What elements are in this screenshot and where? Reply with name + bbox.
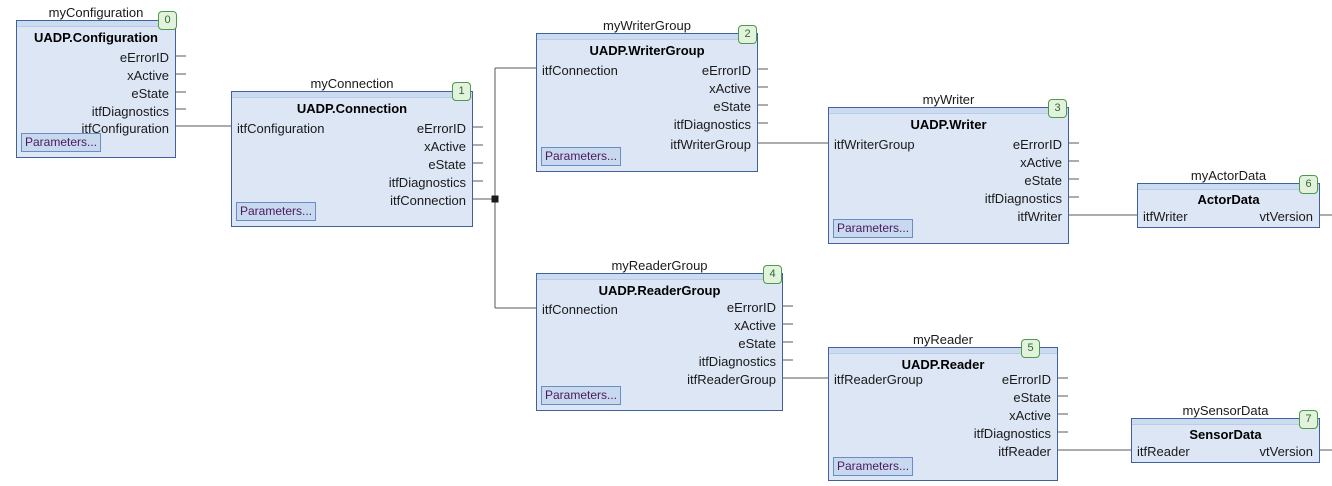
block-reader[interactable]: UADP.Reader itfReaderGroup eErrorID eSta… — [828, 347, 1058, 481]
block-instance-label-reader: myReader — [913, 332, 973, 347]
pin-out-itfDiagnostics[interactable]: itfDiagnostics — [984, 191, 1062, 206]
block-configuration[interactable]: UADP.Configuration eErrorID xActive eSta… — [16, 20, 176, 158]
block-badge-sensordata: 7 — [1299, 410, 1318, 429]
block-header-band — [537, 274, 782, 280]
block-header-band — [829, 348, 1057, 354]
block-sensordata[interactable]: SensorData itfReader vtVersion — [1131, 418, 1320, 463]
block-type-label-reader: UADP.Reader — [901, 357, 985, 372]
block-instance-label-connection: myConnection — [310, 76, 394, 91]
block-header-band — [1132, 419, 1319, 425]
block-instance-label-configuration: myConfiguration — [48, 5, 144, 20]
pin-out-eState[interactable]: eState — [428, 157, 466, 172]
parameters-button-writer[interactable]: Parameters... — [833, 219, 914, 238]
parameters-button-writergroup[interactable]: Parameters... — [541, 147, 622, 166]
pin-out-itfConfiguration[interactable]: itfConfiguration — [81, 121, 169, 136]
block-badge-writergroup: 2 — [738, 25, 757, 44]
pin-out-eErrorID[interactable]: eErrorID — [1012, 137, 1062, 152]
block-header-band — [1138, 184, 1319, 190]
pin-in-itfWriter[interactable]: itfWriter — [1143, 209, 1188, 224]
pin-out-itfReader[interactable]: itfReader — [998, 444, 1051, 459]
pin-out-eErrorID[interactable]: eErrorID — [726, 300, 776, 315]
block-type-label-sensordata: SensorData — [1189, 427, 1262, 442]
block-header-band — [537, 34, 757, 40]
pin-out-eErrorID[interactable]: eErrorID — [701, 63, 751, 78]
pin-in-itfConnection[interactable]: itfConnection — [542, 63, 618, 78]
pin-out-xActive[interactable]: xActive — [424, 139, 466, 154]
parameters-button-reader[interactable]: Parameters... — [833, 457, 914, 476]
block-instance-label-writer: myWriter — [922, 92, 975, 107]
pin-out-xActive[interactable]: xActive — [709, 81, 751, 96]
block-header-band — [17, 21, 175, 27]
block-writergroup[interactable]: UADP.WriterGroup itfConnection eErrorID … — [536, 33, 758, 172]
pin-out-itfDiagnostics[interactable]: itfDiagnostics — [698, 354, 776, 369]
block-type-label-writer: UADP.Writer — [910, 117, 987, 132]
block-type-label-connection: UADP.Connection — [296, 101, 408, 116]
pin-out-itfWriter[interactable]: itfWriter — [1017, 209, 1062, 224]
block-actordata[interactable]: ActorData itfWriter vtVersion — [1137, 183, 1320, 228]
block-instance-label-actordata: myActorData — [1190, 168, 1267, 183]
pin-out-itfDiagnostics[interactable]: itfDiagnostics — [973, 426, 1051, 441]
pin-out-eErrorID[interactable]: eErrorID — [416, 121, 466, 136]
pin-out-itfWriterGroup[interactable]: itfWriterGroup — [670, 137, 751, 152]
pin-in-itfWriterGroup[interactable]: itfWriterGroup — [834, 137, 915, 152]
wire-junction-dot — [491, 195, 499, 203]
pin-out-vtVersion[interactable]: vtVersion — [1259, 444, 1313, 459]
block-type-label-configuration: UADP.Configuration — [34, 30, 158, 45]
block-type-label-actordata: ActorData — [1197, 192, 1260, 207]
block-writer[interactable]: UADP.Writer itfWriterGroup eErrorID xAct… — [828, 107, 1069, 244]
block-readergroup[interactable]: UADP.ReaderGroup itfConnection eErrorID … — [536, 273, 783, 411]
block-badge-reader: 5 — [1021, 339, 1040, 358]
block-header-band — [232, 92, 472, 98]
pin-out-eState[interactable]: eState — [713, 99, 751, 114]
pin-in-itfReader[interactable]: itfReader — [1137, 444, 1190, 459]
block-instance-label-sensordata: mySensorData — [1182, 403, 1269, 418]
block-instance-label-readergroup: myReaderGroup — [611, 258, 708, 273]
pin-in-itfConnection[interactable]: itfConnection — [542, 302, 618, 317]
pin-out-eState[interactable]: eState — [1013, 390, 1051, 405]
block-type-label-readergroup: UADP.ReaderGroup — [598, 283, 721, 298]
pin-out-xActive[interactable]: xActive — [1009, 408, 1051, 423]
pin-out-eState[interactable]: eState — [738, 336, 776, 351]
pin-out-itfDiagnostics[interactable]: itfDiagnostics — [673, 117, 751, 132]
block-badge-readergroup: 4 — [763, 265, 782, 284]
pin-out-xActive[interactable]: xActive — [734, 318, 776, 333]
block-header-band — [829, 108, 1068, 114]
block-badge-writer: 3 — [1048, 99, 1067, 118]
pin-out-itfDiagnostics[interactable]: itfDiagnostics — [388, 175, 466, 190]
pin-out-vtVersion[interactable]: vtVersion — [1259, 209, 1313, 224]
pin-out-eErrorID[interactable]: eErrorID — [119, 50, 169, 65]
block-type-label-writergroup: UADP.WriterGroup — [589, 43, 705, 58]
pin-in-itfReaderGroup[interactable]: itfReaderGroup — [834, 372, 923, 387]
pin-out-xActive[interactable]: xActive — [127, 68, 169, 83]
parameters-button-configuration[interactable]: Parameters... — [21, 133, 102, 152]
pin-out-itfDiagnostics[interactable]: itfDiagnostics — [91, 104, 169, 119]
block-badge-actordata: 6 — [1299, 175, 1318, 194]
pin-out-eState[interactable]: eState — [1024, 173, 1062, 188]
pin-out-eState[interactable]: eState — [131, 86, 169, 101]
block-connection[interactable]: UADP.Connection itfConfiguration eErrorI… — [231, 91, 473, 227]
pin-out-eErrorID[interactable]: eErrorID — [1001, 372, 1051, 387]
block-instance-label-writergroup: myWriterGroup — [603, 18, 691, 33]
pin-in-itfConfiguration[interactable]: itfConfiguration — [237, 121, 325, 136]
pin-out-itfConnection[interactable]: itfConnection — [390, 193, 466, 208]
block-badge-configuration: 0 — [158, 11, 177, 30]
block-badge-connection: 1 — [452, 82, 471, 101]
parameters-button-connection[interactable]: Parameters... — [236, 202, 317, 221]
pin-out-xActive[interactable]: xActive — [1020, 155, 1062, 170]
pin-out-itfReaderGroup[interactable]: itfReaderGroup — [687, 372, 776, 387]
parameters-button-readergroup[interactable]: Parameters... — [541, 386, 622, 405]
